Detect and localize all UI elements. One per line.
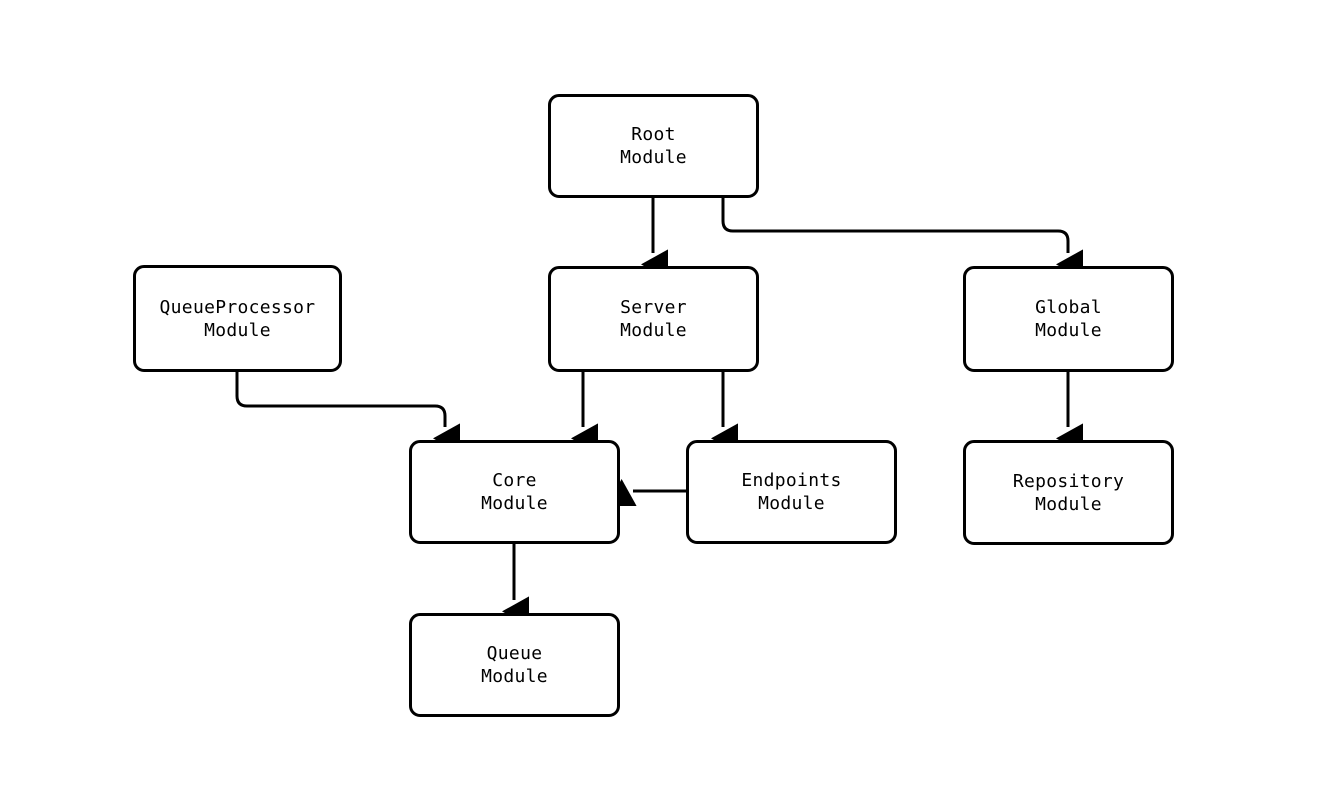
node-core-module-label-line2: Module (481, 493, 548, 514)
node-root-module-label-line2: Module (620, 147, 687, 168)
edge-root-to-global (721, 198, 1083, 280)
node-queue-module[interactable]: Queue Module (409, 613, 620, 717)
node-queueprocessor-module-label-line1: QueueProcessor (159, 296, 316, 318)
edge-group (235, 198, 1083, 627)
node-server-module[interactable]: Server Module (548, 266, 759, 372)
node-root-module[interactable]: Root Module (548, 94, 759, 198)
node-core-module-label-line1: Core (492, 470, 537, 491)
node-queueprocessor-module[interactable]: QueueProcessor Module (133, 265, 342, 372)
node-server-module-label-line1: Server (620, 297, 687, 318)
node-queue-module-label-line2: Module (481, 666, 548, 687)
node-repository-module-label-line2: Module (1035, 493, 1102, 515)
node-endpoints-module-label-line1: Endpoints (741, 470, 842, 491)
node-endpoints-module[interactable]: Endpoints Module (686, 440, 897, 544)
node-repository-module[interactable]: Repository Module (963, 440, 1174, 545)
node-global-module-label-line2: Module (1035, 320, 1102, 341)
node-server-module-label-line2: Module (620, 320, 687, 341)
node-endpoints-module-label-line2: Module (758, 493, 825, 514)
node-global-module-label-line1: Global (1035, 297, 1102, 318)
node-root-module-label-line1: Root (631, 124, 676, 145)
node-queue-module-label-line1: Queue (486, 643, 543, 664)
node-core-module[interactable]: Core Module (409, 440, 620, 544)
node-queueprocessor-module-label-line2: Module (204, 319, 271, 341)
node-global-module[interactable]: Global Module (963, 266, 1174, 372)
node-repository-module-label-line1: Repository (1012, 470, 1125, 492)
edge-queueprocessor-to-core (235, 372, 460, 454)
